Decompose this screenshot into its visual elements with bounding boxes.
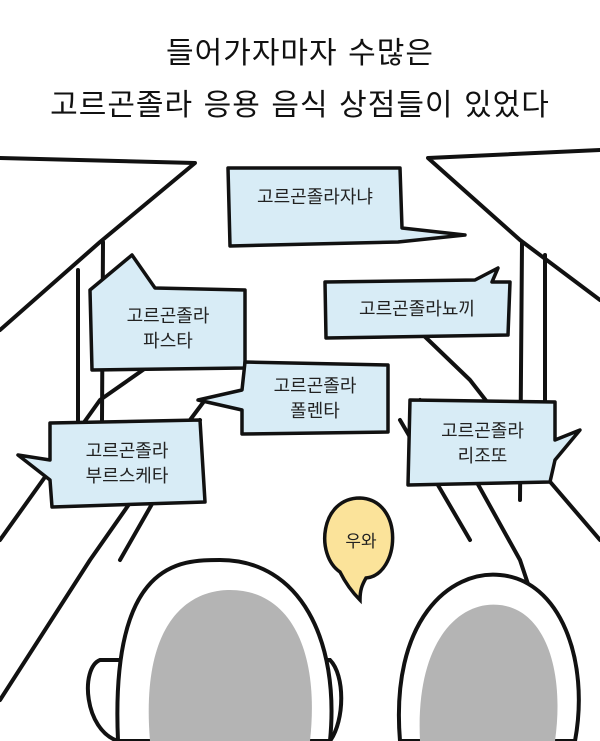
bubble-bruschetta-text: 고르곤졸라 부르스케타 (52, 428, 202, 500)
bubble-risotto-line-2: 리조또 (457, 446, 508, 467)
caption-line-1: 들어가자마자 수많은 (166, 36, 434, 71)
bubble-gnocchi-label: 고르곤졸라뇨끼 (359, 298, 475, 320)
left-head (85, 557, 344, 741)
bubble-pasta-text: 고르곤졸라 파스타 (92, 296, 244, 362)
left-head-hair (148, 590, 312, 741)
bubble-polenta-text: 고르곤졸라 폴렌타 (244, 368, 386, 430)
bubble-risotto (406, 398, 582, 487)
caption-line-2: 고르곤졸라 응용 음식 상점들이 있었다 (50, 88, 550, 123)
bubble-pasta-line-1: 고르곤졸라 (126, 306, 210, 327)
right-head-hair (419, 604, 558, 741)
bubble-wow-text: 우와 (330, 522, 392, 562)
right-head (396, 572, 581, 741)
bubble-polenta (196, 360, 390, 436)
bubble-bruschetta-line-1: 고르곤졸라 (85, 441, 169, 462)
bubble-jjanya-label: 고르곤졸라자냐 (257, 186, 373, 208)
bubble-wow-label: 우와 (345, 531, 377, 552)
bubble-bruschetta (16, 418, 207, 509)
left-wall (0, 156, 197, 332)
bubble-polenta-line-2: 폴렌타 (290, 401, 340, 422)
bubble-gnocchi (323, 266, 512, 340)
bubble-risotto-text: 고르곤졸라 리조또 (410, 408, 555, 480)
bubble-pasta-line-2: 파스타 (143, 331, 193, 352)
bubble-bruschetta-line-2: 부르스케타 (85, 466, 169, 487)
bubble-wow (322, 496, 395, 605)
right-wall (426, 148, 600, 302)
bubble-jjanya (226, 166, 467, 248)
bubble-jjanya-text: 고르곤졸라자냐 (230, 176, 400, 218)
bubble-polenta-line-1: 고르곤졸라 (273, 376, 357, 397)
bubble-risotto-line-1: 고르곤졸라 (441, 421, 524, 442)
bubble-gnocchi-text: 고르곤졸라뇨끼 (326, 288, 508, 330)
